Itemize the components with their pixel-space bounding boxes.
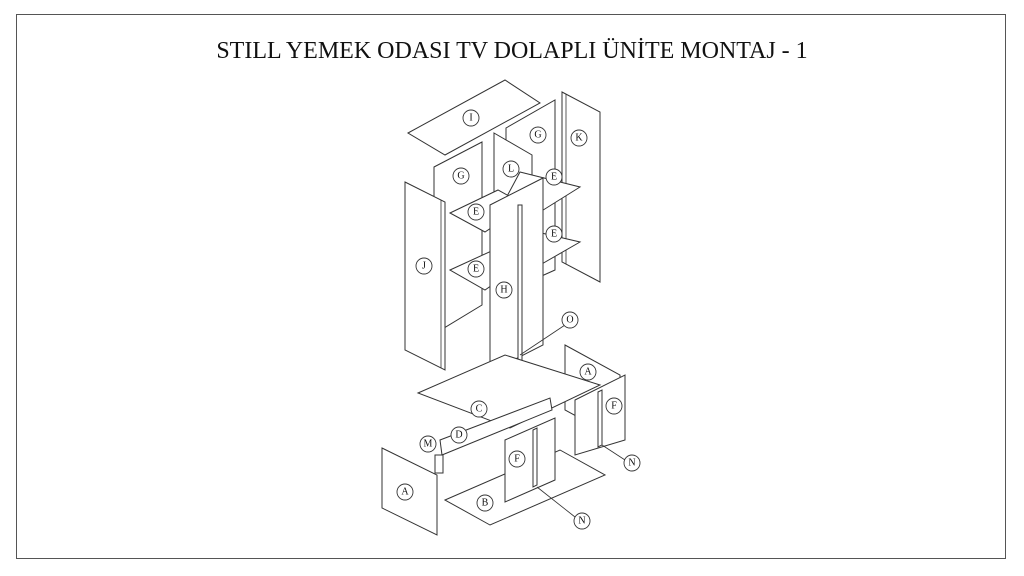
part-labels: I G G K L E E E E J H O A F C D M N F A … [396,109,641,530]
svg-text:G: G [534,130,541,141]
label-j: J [415,257,433,275]
svg-text:E: E [551,172,557,183]
svg-text:A: A [401,487,409,498]
svg-text:B: B [482,498,489,509]
drawing-frame [16,14,1006,559]
bracket-m [434,454,444,474]
panels [381,79,626,536]
svg-text:O: O [566,315,573,326]
svg-text:A: A [584,367,592,378]
profile-o [517,204,523,368]
label-f: F [508,450,526,468]
rail-d [439,397,553,456]
label-d: D [450,426,468,444]
svg-text:N: N [628,458,635,469]
label-a: A [396,483,414,501]
label-g: G [529,126,547,144]
svg-text:N: N [578,516,585,527]
label-e: E [467,260,485,278]
label-c: C [470,400,488,418]
svg-text:E: E [473,264,479,275]
label-m: M [419,435,437,453]
label-e: E [545,168,563,186]
label-i: I [462,109,480,127]
svg-text:J: J [422,261,426,272]
svg-text:F: F [514,454,520,465]
svg-text:I: I [469,113,472,124]
label-h: H [495,281,513,299]
label-e: E [545,225,563,243]
svg-text:M: M [424,439,433,450]
svg-text:H: H [500,285,507,296]
svg-text:L: L [508,164,514,175]
label-n: N [573,512,591,530]
svg-text:K: K [575,133,583,144]
panel-h [489,177,544,373]
profile-n-right [597,389,603,448]
label-a: A [579,363,597,381]
label-f: F [605,397,623,415]
svg-text:E: E [473,207,479,218]
label-k: K [570,129,588,147]
label-o: O [561,311,579,329]
svg-text:C: C [476,404,483,415]
label-l: L [502,160,520,178]
label-e: E [467,203,485,221]
label-g: G [452,167,470,185]
svg-text:E: E [551,229,557,240]
svg-text:D: D [455,430,462,441]
svg-text:G: G [457,171,464,182]
door-f-bottom [504,417,556,503]
profile-n-bottom [532,427,538,488]
label-n: N [623,454,641,472]
panel-j [404,181,446,371]
svg-text:F: F [611,401,617,412]
diagram-title: STILL YEMEK ODASI TV DOLAPLI ÜNİTE MONTA… [216,38,808,64]
label-b: B [476,494,494,512]
